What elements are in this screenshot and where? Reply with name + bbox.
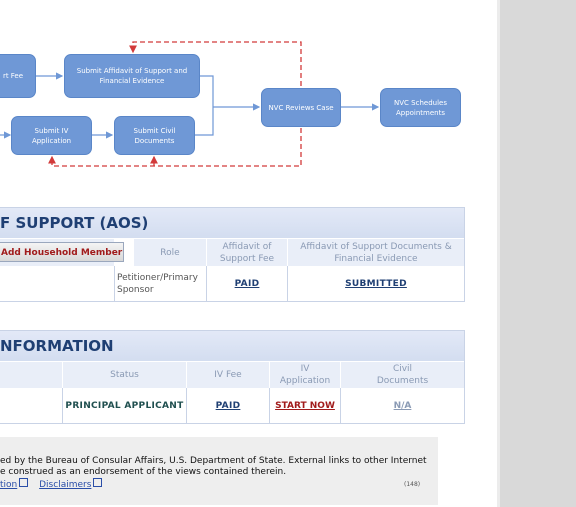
aos-section: F SUPPORT (AOS) Add Household Member Rol… [0, 207, 465, 302]
page-footer: ed by the Bureau of Consular Affairs, U.… [0, 437, 438, 505]
applicant-section: NFORMATION Status IV Fee IV Application … [0, 330, 465, 424]
node-pay-fee: rt Fee [0, 54, 36, 98]
connector-aos-to-merge [200, 75, 214, 107]
add-household-member-button[interactable]: Add Household Member [0, 242, 124, 262]
footer-page-code: (148) [404, 481, 421, 488]
footer-links: tion Disclaimers [0, 478, 103, 490]
applicant-header-iv-app: IV Application [270, 362, 340, 388]
aos-add-cell: Add Household Member [0, 239, 124, 266]
applicant-row-status: PRINCIPAL APPLICANT [65, 401, 184, 411]
aos-fee-paid-link[interactable]: PAID [234, 279, 260, 289]
footer-line-2: e construed as an endorsement of the vie… [0, 467, 287, 477]
applicant-header-civil: Civil Documents [341, 362, 464, 388]
aos-row-docs: SUBMITTED [288, 266, 464, 302]
external-link-icon [19, 478, 29, 487]
node-nvc-review: NVC Reviews Case [261, 88, 341, 127]
flowchart-connectors [0, 41, 380, 167]
aos-docs-submitted-link[interactable]: SUBMITTED [345, 279, 407, 289]
node-submit-civil: Submit Civil Documents [114, 116, 195, 155]
footer-link-disclaimers[interactable]: Disclaimers [39, 480, 92, 490]
iv-fee-paid-link[interactable]: PAID [215, 401, 241, 411]
applicant-header-blank [0, 362, 62, 388]
dashed-loop-bottom [48, 128, 302, 167]
aos-row-role: Petitioner/Primary Sponsor [117, 273, 198, 295]
right-gutter [500, 0, 576, 507]
node-submit-iv: Submit IV Application [11, 116, 92, 155]
civil-docs-na-link[interactable]: N/A [393, 401, 412, 411]
aos-header-role: Role [134, 239, 206, 266]
page-right-edge [497, 0, 500, 507]
aos-row-fee: PAID [207, 266, 287, 302]
applicant-header-iv-fee: IV Fee [187, 362, 269, 388]
applicant-row-civil: N/A [341, 388, 464, 424]
applicant-row-iv-fee: PAID [187, 388, 269, 424]
applicant-section-title: NFORMATION [0, 331, 464, 361]
node-submit-aos: Submit Affidavit of Support and Financia… [64, 54, 200, 98]
footer-line-1: ed by the Bureau of Consular Affairs, U.… [0, 456, 427, 466]
iv-application-start-now-link[interactable]: START NOW [275, 401, 335, 411]
external-link-icon [93, 478, 103, 487]
aos-header-fee: Affidavit of Support Fee [207, 239, 287, 266]
node-nvc-schedule: NVC Schedules Appointments [380, 88, 461, 127]
connector-civil-to-merge [195, 107, 214, 136]
dashed-loop-top [129, 41, 302, 86]
footer-link-privacy[interactable]: tion [0, 480, 18, 490]
aos-section-title: F SUPPORT (AOS) [0, 208, 464, 238]
aos-header-docs: Affidavit of Support Documents & Financi… [288, 239, 464, 266]
applicant-header-status: Status [63, 362, 186, 388]
applicant-row-iv-app: START NOW [270, 388, 340, 424]
